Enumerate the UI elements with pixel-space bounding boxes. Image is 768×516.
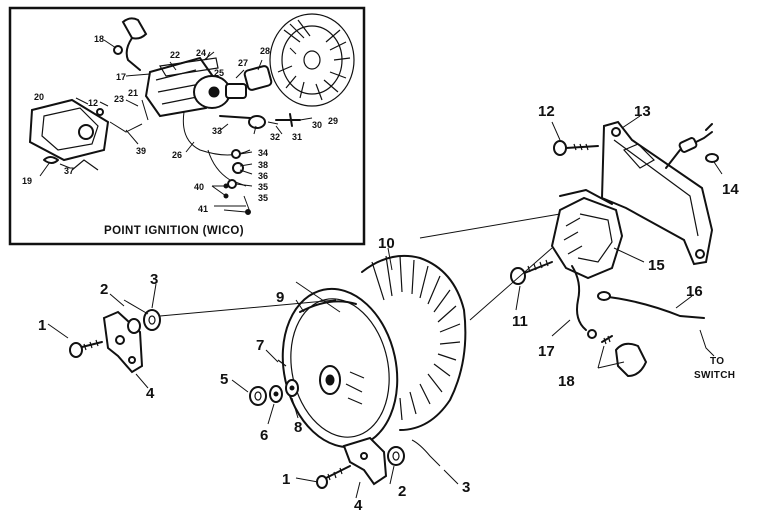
inset-point-ignition: 18 22 24 28 17 25 27 20 21 12 23 30 29 3… [8,6,366,246]
inset-label-28: 28 [260,46,270,56]
inset-boot [113,17,148,71]
label-8: 8 [294,419,302,436]
label-12: 12 [538,103,555,120]
inset-label-37: 37 [64,166,74,176]
label-15: 15 [648,257,665,274]
label-7: 7 [256,337,264,354]
inset-label-41: 41 [198,204,208,214]
label-3-lower: 3 [462,479,470,496]
inset-label-40: 40 [194,182,204,192]
inset-label-25: 25 [214,68,224,78]
label-2-lower: 2 [398,483,406,500]
inset-label-38: 38 [258,160,268,170]
label-18: 18 [558,373,575,390]
inset-label-39: 39 [136,146,146,156]
inset-label-19: 19 [22,176,32,186]
inset-wiring [109,99,251,215]
inset-label-17: 17 [116,72,126,82]
inset-label-30: 30 [312,120,322,130]
inset-label-29: 29 [328,116,338,126]
inset-label-12: 12 [88,98,98,108]
inset-label-24: 24 [196,48,206,58]
label-10: 10 [378,235,395,252]
label-4-upper: 4 [146,385,155,402]
switch-note-line2: SWITCH [694,370,735,381]
label-1-upper: 1 [38,317,46,334]
inset-coil-assembly [144,51,301,129]
inset-leaders [39,39,313,213]
label-5: 5 [220,371,228,388]
ignition-module [419,120,719,378]
inset-label-34: 34 [258,148,268,158]
label-1-lower: 1 [282,471,290,488]
label-3-upper: 3 [150,271,158,288]
label-13: 13 [634,103,651,120]
inset-breaker-plate [28,98,110,171]
label-16: 16 [686,283,703,300]
inset-label-35-upper: 35 [258,182,268,192]
label-9: 9 [276,289,284,306]
inset-label-35-lower: 35 [258,193,268,203]
inset-border [8,6,366,246]
flywheel-fins [361,254,467,431]
inset-label-26: 26 [172,150,182,160]
label-11: 11 [512,313,528,330]
inset-label-31: 31 [292,132,302,142]
inset-label-23: 23 [114,94,124,104]
label-2-upper: 2 [100,281,108,298]
label-4-lower: 4 [354,497,363,514]
label-14: 14 [722,181,739,198]
flywheel-disc [281,287,399,449]
upper-brake-bracket [69,299,337,374]
inset-label-21: 21 [128,88,138,98]
inset-caption: POINT IGNITION (WICO) [104,225,244,237]
inset-label-36: 36 [258,171,268,181]
inset-label-32: 32 [270,132,280,142]
inset-label-33: 33 [212,126,222,136]
inset-label-27: 27 [238,58,248,68]
inset-label-20: 20 [34,92,44,102]
label-17: 17 [538,343,555,360]
switch-note-line1: TO [710,356,724,367]
label-6: 6 [260,427,268,444]
main-leaders [47,115,723,499]
inset-label-18: 18 [94,34,104,44]
inset-flywheel [269,13,355,107]
inset-label-22: 22 [170,50,180,60]
flywheel-nut-and-washers [249,359,299,406]
